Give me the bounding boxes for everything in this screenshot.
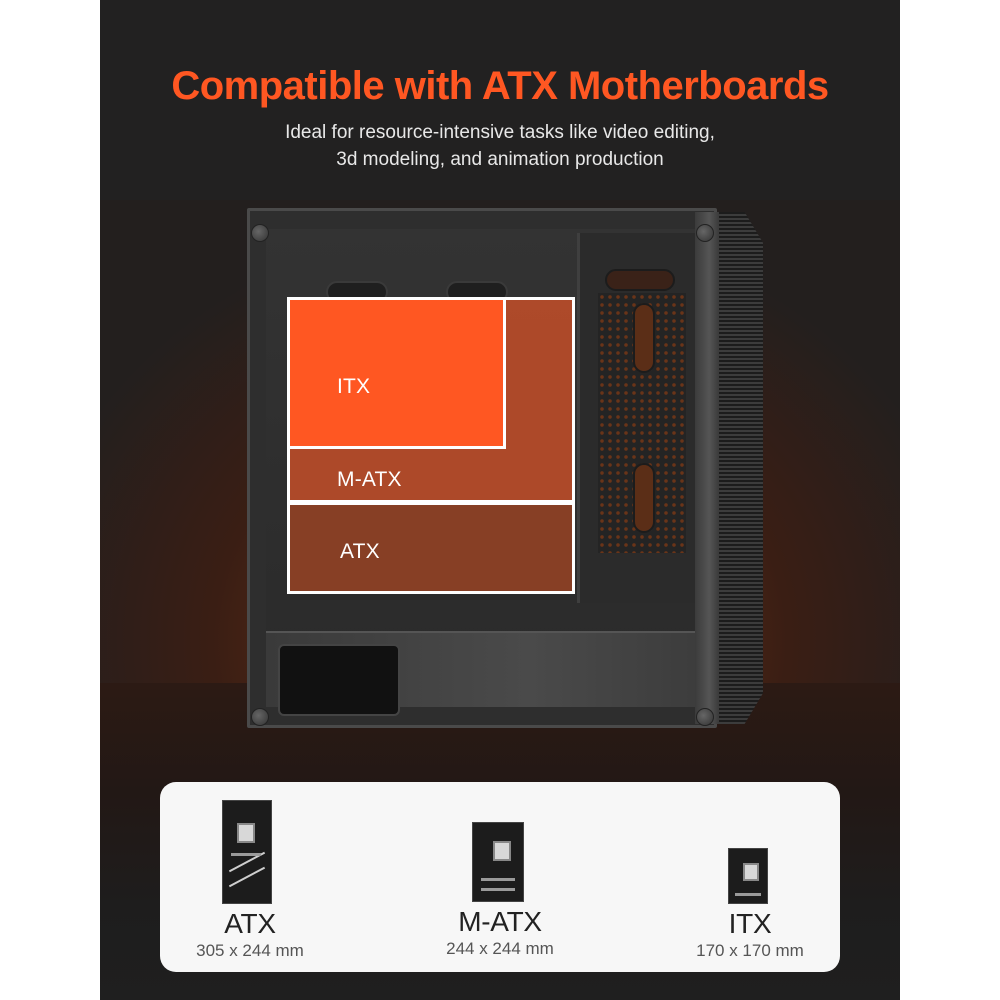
- thumbscrew-icon: [251, 224, 269, 242]
- itx-motherboard-icon: [728, 848, 768, 904]
- form-factor-itx: ITX 170 x 170 mm: [670, 800, 830, 961]
- form-factor-size: 305 x 244 mm: [196, 941, 304, 960]
- atx-motherboard-icon: [222, 800, 272, 904]
- pcie-slot: [481, 878, 515, 881]
- itx-overlay-label: ITX: [337, 375, 371, 398]
- cable-cutout: [633, 463, 655, 533]
- cable-management-panel: [577, 233, 701, 603]
- cpu-socket: [493, 841, 511, 861]
- cable-cutout: [633, 303, 655, 373]
- page-title: Compatible with ATX Motherboards: [171, 64, 829, 108]
- form-factor-name: ITX: [728, 908, 772, 939]
- cable-mesh: [598, 293, 686, 553]
- matx-motherboard-icon: [472, 822, 524, 902]
- cpu-socket: [237, 823, 255, 843]
- cable-cutout: [605, 269, 675, 291]
- thumbscrew-icon: [696, 708, 714, 726]
- form-factor-matx: M-ATX 244 x 244 mm: [420, 800, 580, 959]
- subtitle-line-2: 3d modeling, and animation production: [336, 149, 664, 170]
- product-panel: Compatible with ATX Motherboards Ideal f…: [100, 0, 900, 1000]
- atx-size-overlay: ATX: [287, 502, 575, 594]
- itx-size-overlay: ITX: [287, 297, 506, 449]
- thumbscrew-icon: [696, 224, 714, 242]
- form-factor-size: 244 x 244 mm: [446, 939, 554, 958]
- psu-window: [278, 644, 400, 716]
- page-subtitle: Ideal for resource-intensive tasks like …: [100, 119, 900, 173]
- form-factor-name: M-ATX: [458, 906, 542, 937]
- atx-overlay-label: ATX: [340, 540, 380, 563]
- pcie-slot: [735, 893, 761, 896]
- form-factor-name: ATX: [224, 908, 276, 939]
- case-front-rail: [695, 212, 719, 724]
- form-factor-size: 170 x 170 mm: [696, 941, 804, 960]
- case-front-mesh: [717, 212, 763, 724]
- subtitle-line-1: Ideal for resource-intensive tasks like …: [285, 122, 715, 143]
- form-factor-card: ATX 305 x 244 mm M-ATX 244 x 244 mm ITX …: [160, 782, 840, 972]
- matx-overlay-label: M-ATX: [337, 468, 402, 491]
- cpu-socket: [743, 863, 759, 881]
- thumbscrew-icon: [251, 708, 269, 726]
- pcie-slot: [481, 888, 515, 891]
- form-factor-atx: ATX 305 x 244 mm: [170, 800, 330, 961]
- pcie-slot: [231, 853, 261, 856]
